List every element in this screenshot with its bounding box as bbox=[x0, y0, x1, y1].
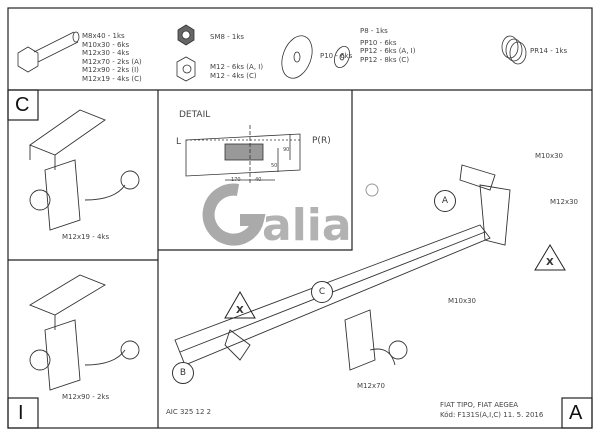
nut-list: M12 - 6ks (A, I) M12 - 4ks (C) bbox=[210, 63, 263, 80]
callout-c: C bbox=[311, 281, 333, 303]
callout-b: B bbox=[172, 362, 194, 384]
nut-icon bbox=[176, 56, 196, 82]
large-washer-label: P10 - 6ks bbox=[320, 52, 353, 60]
bolt-label: M12x70 bbox=[357, 382, 385, 390]
bolt-label: M10x30 bbox=[448, 297, 476, 305]
bolt-icon bbox=[17, 46, 39, 73]
part-label: PP10 - 6ks bbox=[360, 38, 397, 47]
logo: alia bbox=[202, 183, 379, 251]
part-label: M12x70 - 2ks (A) bbox=[82, 57, 142, 66]
detail-title: DETAIL bbox=[179, 110, 211, 120]
panel-c-drawing bbox=[29, 109, 140, 231]
detail-dim: 40 bbox=[255, 177, 262, 183]
spring-washer-label: PR14 - 1ks bbox=[530, 47, 568, 55]
part-label: M12 - 6ks (A, I) bbox=[210, 63, 264, 71]
part-label: P8 - 1ks bbox=[360, 27, 388, 35]
panel-a-letter: A bbox=[569, 402, 583, 424]
detail-left-label: L bbox=[176, 137, 182, 147]
vehicle-label: FIAT TIPO, FIAT AEGEA bbox=[440, 401, 519, 409]
part-label: M10x30 - 6ks bbox=[82, 40, 130, 49]
detail-dim: 170 bbox=[231, 177, 241, 183]
part-label: M8x40 - 1ks bbox=[82, 32, 125, 40]
warning-x-label: X bbox=[236, 305, 244, 316]
parts-icons bbox=[17, 24, 527, 82]
detail-drawing bbox=[185, 125, 301, 185]
warning-triangles bbox=[224, 244, 566, 319]
panel-i-label: M12x90 - 2ks bbox=[62, 393, 110, 401]
drawing-number: AIC 325 12 2 bbox=[166, 408, 212, 416]
bolt-label: M10x30 bbox=[535, 152, 563, 160]
self-locking-nut-label: SM8 - 1ks bbox=[210, 33, 245, 41]
warning-x-label: X bbox=[546, 257, 554, 268]
large-washer-icon bbox=[281, 35, 313, 79]
detail-dim: 90 bbox=[283, 147, 290, 153]
code-label: Kód: F131S(A,I,C) 11. 5. 2016 bbox=[440, 411, 544, 419]
part-label: PP12 - 8ks (C) bbox=[360, 55, 410, 64]
panel-i-drawing bbox=[28, 274, 140, 391]
panel-c-label: M12x19 - 4ks bbox=[62, 233, 110, 241]
panel-c-letter: C bbox=[15, 94, 30, 116]
svg-text:alia: alia bbox=[262, 200, 352, 251]
small-washer-icon bbox=[334, 45, 350, 69]
small-washer-list: P8 - 1ks PP10 - 6ks PP12 - 6ks (A, I) PP… bbox=[360, 27, 415, 64]
callout-a: A bbox=[434, 190, 456, 212]
part-label: M12x30 - 4ks bbox=[82, 49, 130, 57]
part-label: M12x19 - 4ks (C) bbox=[82, 74, 142, 83]
bolt-label: M12x30 bbox=[550, 198, 578, 206]
spring-washer-icon bbox=[501, 35, 527, 65]
part-label: M12x90 - 2ks (I) bbox=[82, 66, 139, 74]
bolt-list: M8x40 - 1ks M10x30 - 6ks M12x30 - 4ks M1… bbox=[82, 32, 142, 83]
detail-dim: 50 bbox=[271, 163, 278, 169]
detail-right-label: P(R) bbox=[312, 136, 331, 146]
panel-i-letter: I bbox=[18, 402, 24, 424]
part-label: M12 - 4ks (C) bbox=[210, 71, 257, 80]
part-label: PP12 - 6ks (A, I) bbox=[360, 47, 416, 55]
